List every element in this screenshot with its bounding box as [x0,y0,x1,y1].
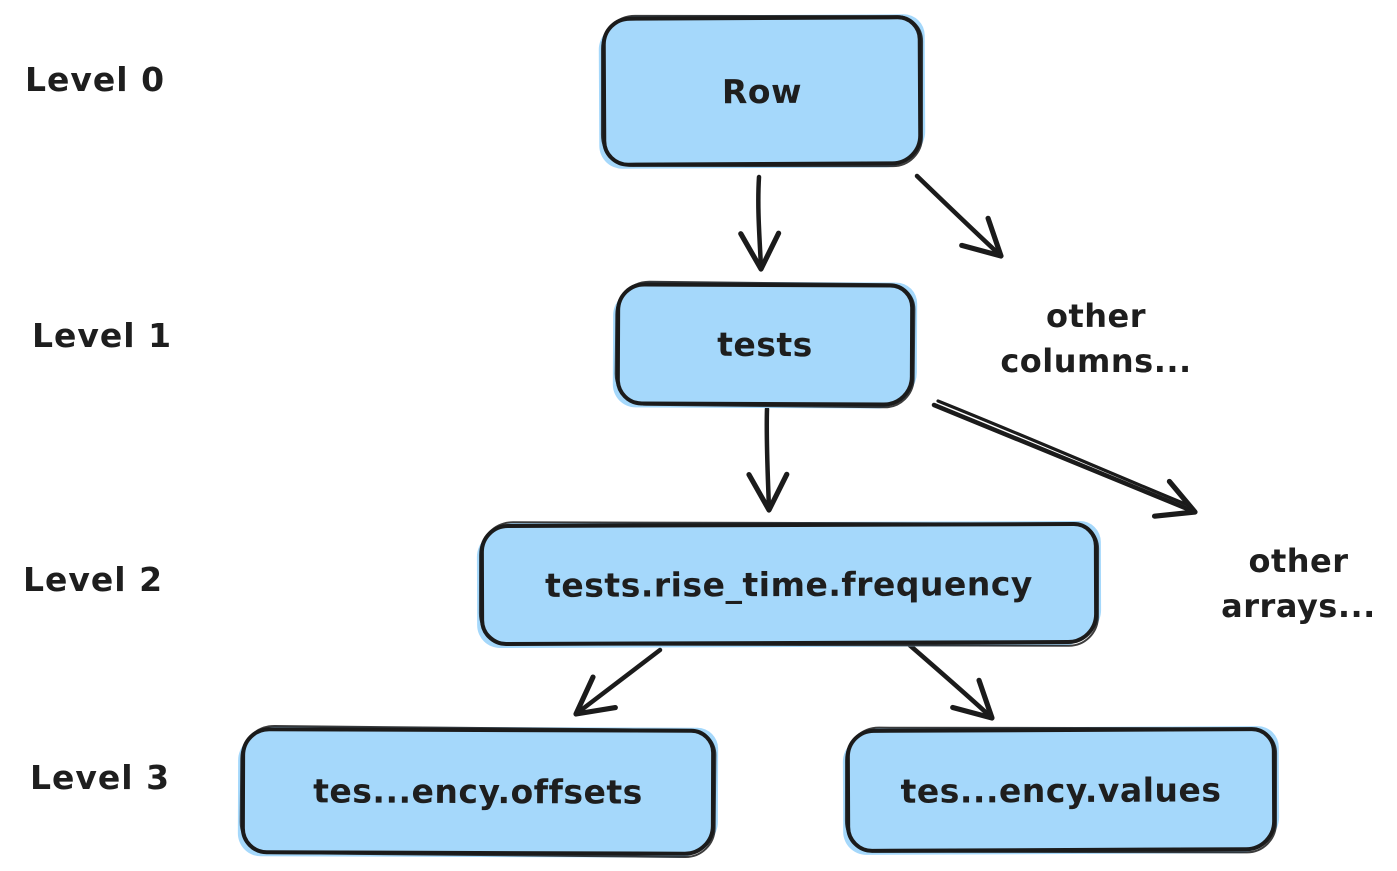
level-2-label: Level 2 [23,560,164,599]
node-values-label: tes...ency.values [900,769,1222,811]
node-tests-rise-time-frequency-label: tests.rise_time.frequency [545,563,1033,605]
node-row-label: Row [721,71,803,111]
arrow-row-to-other-columns [914,173,1004,259]
arrow-frequency-to-values [903,639,995,721]
node-values: tes...ency.values [845,727,1277,853]
node-tests-label: tests [717,324,813,365]
node-tests: tests [615,282,915,407]
arrow-tests-to-other-arrays-stroke2 [936,399,1192,508]
other-arrays-line1: other [1248,542,1349,580]
level-0-label: Level 0 [25,60,166,99]
other-columns-annotation: other columns... [990,294,1202,385]
level-1-label: Level 1 [32,316,173,355]
node-tests-rise-time-frequency: tests.rise_time.frequency [479,521,1099,647]
other-arrays-line2: arrays... [1221,587,1376,626]
node-row: Row [601,15,923,167]
node-offsets: tes...ency.offsets [240,727,716,856]
arrow-tests-to-frequency [746,406,790,513]
other-columns-line2: columns... [1000,342,1192,381]
other-columns-line1: other [1045,297,1147,335]
arrow-row-to-tests [738,174,782,272]
arrow-frequency-to-offsets [573,647,663,717]
other-arrays-annotation: other arrays... [1200,539,1397,630]
node-offsets-label: tes...ency.offsets [313,771,643,812]
level-3-label: Level 3 [30,758,171,797]
arrow-tests-to-other-arrays [931,402,1198,519]
